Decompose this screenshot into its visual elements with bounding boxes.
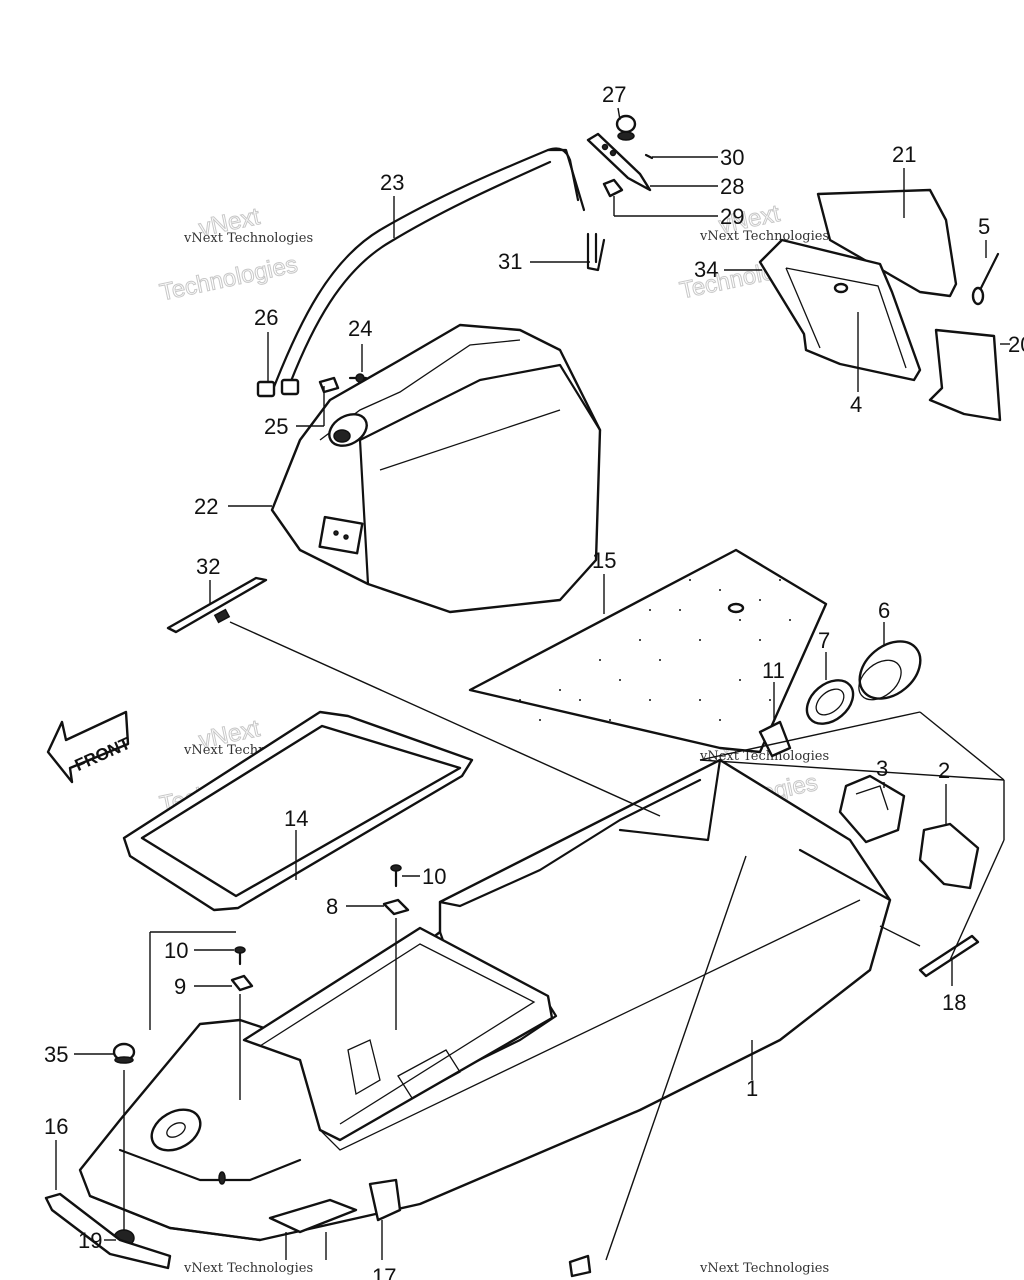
callout-5: 5 <box>978 214 990 239</box>
callout-11: 11 <box>762 658 785 683</box>
watermark-text: vNext Technologies <box>183 1261 313 1276</box>
callout-34: 34 <box>694 257 718 282</box>
watermark-brand-2: Technologies <box>157 251 300 307</box>
callout-26: 26 <box>254 305 278 330</box>
watermark-text: vNext Technologies <box>699 229 829 244</box>
callout-10-lower: 10 <box>164 938 188 963</box>
callout-32: 32 <box>196 554 220 579</box>
callout-17: 17 <box>372 1264 396 1280</box>
callout-1: 1 <box>746 1076 758 1101</box>
callout-14: 14 <box>284 806 308 831</box>
callout-4: 4 <box>850 392 862 417</box>
callout-2: 2 <box>938 758 950 783</box>
corner-guards <box>838 774 980 890</box>
callout-25: 25 <box>264 414 288 439</box>
callout-23: 23 <box>380 170 404 195</box>
callout-21: 21 <box>892 142 916 167</box>
callout-35: 35 <box>44 1042 68 1067</box>
callout-labels: 27 30 28 29 31 23 26 24 25 22 32 15 21 5… <box>44 82 1024 1280</box>
hull-1 <box>78 758 892 1242</box>
callout-22: 22 <box>194 494 218 519</box>
hatch-panels <box>758 188 1002 422</box>
watermark-top-left: vNext vNext Technologies Technologies <box>157 202 313 307</box>
callout-24: 24 <box>348 316 372 341</box>
callout-30: 30 <box>720 145 744 170</box>
callout-28: 28 <box>720 174 744 199</box>
callout-15: 15 <box>592 548 616 573</box>
engine-cover-22 <box>270 323 602 614</box>
vent-parts <box>758 640 922 758</box>
callout-20: 20 <box>1008 332 1024 357</box>
mat-15 <box>468 548 828 754</box>
handle-bar-23 <box>256 147 586 398</box>
latch-assembly <box>586 114 654 272</box>
callout-8: 8 <box>326 894 338 919</box>
leader-lines <box>55 107 1010 1261</box>
callout-7: 7 <box>818 628 830 653</box>
fasteners <box>44 864 980 1278</box>
callout-27: 27 <box>602 82 626 107</box>
gasket-14 <box>122 710 474 912</box>
callout-16: 16 <box>44 1114 68 1139</box>
callout-31: 31 <box>498 249 522 274</box>
callout-6: 6 <box>878 598 890 623</box>
callout-19: 19 <box>78 1228 102 1253</box>
callout-18: 18 <box>942 990 966 1015</box>
callout-10-upper: 10 <box>422 864 446 889</box>
watermark-bottom: vNext Technologies vNext Technologies <box>183 1261 829 1276</box>
callout-29: 29 <box>720 204 744 229</box>
watermark-text: vNext Technologies <box>183 231 313 246</box>
watermark-text-right: vNext Technologies <box>699 1261 829 1276</box>
plate-32 <box>166 576 268 634</box>
callout-3: 3 <box>876 756 888 781</box>
front-direction-arrow: FRONT <box>46 710 134 784</box>
callout-9: 9 <box>174 974 186 999</box>
